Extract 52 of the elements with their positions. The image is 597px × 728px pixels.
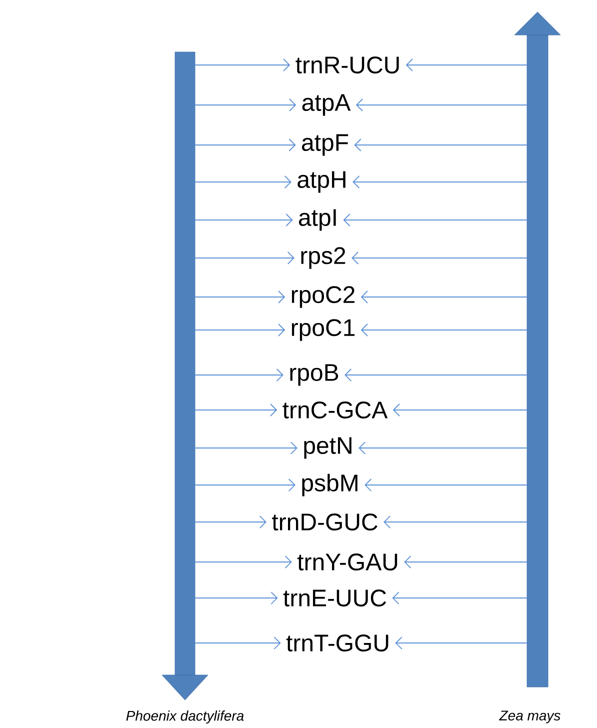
arrow: [354, 138, 528, 152]
arrow: [194, 516, 266, 528]
gene-label: psbM: [302, 474, 358, 496]
gene-label: trnT-GGU: [286, 634, 388, 652]
arrow: [194, 368, 284, 382]
arrow: [352, 176, 528, 188]
arrow: [194, 58, 290, 72]
gene-label: rpoC1: [292, 319, 354, 341]
gene-label: trnR-UCU: [296, 56, 399, 74]
arrow: [194, 636, 281, 650]
arrow: [404, 556, 528, 568]
species-label: Zea mays: [499, 710, 560, 724]
gene-label: trnD-GUC: [272, 514, 378, 530]
arrow: [194, 478, 296, 492]
arrow: [194, 252, 294, 264]
arrow: [356, 98, 528, 112]
arrow: [194, 98, 296, 112]
gene-label: rpoB: [290, 364, 338, 386]
gene-label: rps2: [301, 247, 346, 269]
arrow: [194, 214, 293, 226]
arrow-bar: [514, 12, 561, 688]
arrow: [360, 324, 528, 336]
gene-label: atpH: [298, 171, 346, 193]
gene-label: rpoC2: [292, 286, 354, 308]
arrow: [384, 516, 528, 528]
arrow: [194, 290, 286, 304]
arrow: [358, 442, 528, 454]
arrow: [194, 442, 298, 454]
gene-label: petN: [304, 437, 352, 459]
gene-label: trnE-UUC: [283, 590, 386, 606]
arrow: [194, 556, 292, 568]
arrow: [406, 58, 528, 72]
gene-label: atpF: [302, 134, 348, 156]
arrow: [344, 368, 528, 382]
arrow: [343, 214, 528, 226]
arrow: [392, 404, 528, 416]
arrow-bar: [162, 52, 208, 700]
arrow: [395, 636, 528, 650]
arrow: [194, 592, 278, 604]
gene-label: trnY-GAU: [297, 554, 398, 570]
arrow: [392, 592, 528, 604]
arrow: [194, 138, 296, 152]
arrow: [360, 290, 528, 304]
arrow: [352, 252, 528, 264]
arrow: [194, 324, 286, 336]
gene-label: atpI: [299, 209, 336, 231]
arrow: [364, 478, 528, 492]
gene-label: trnC-GCA: [282, 402, 388, 418]
arrow: [194, 404, 278, 416]
gene-label: atpA: [302, 94, 351, 116]
species-label: Phoenix dactylifera: [126, 710, 244, 724]
arrow: [194, 176, 292, 188]
